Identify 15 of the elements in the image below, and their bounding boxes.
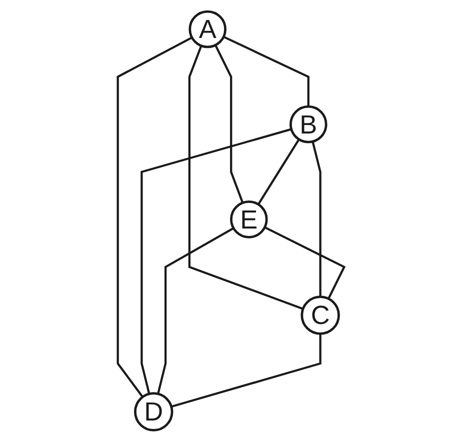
connector <box>157 227 234 394</box>
node-circle: C <box>300 296 340 335</box>
connector <box>188 45 304 310</box>
node-circle: B <box>289 105 328 144</box>
connector <box>214 44 244 204</box>
connector <box>312 141 322 297</box>
connector <box>223 36 310 107</box>
connector <box>116 36 192 398</box>
connector <box>264 226 346 300</box>
node-circle: E <box>230 200 268 238</box>
node-circle: D <box>134 392 174 432</box>
connector <box>171 334 322 408</box>
connector <box>257 138 300 205</box>
node-circle: A <box>188 10 226 48</box>
connector <box>140 128 292 394</box>
